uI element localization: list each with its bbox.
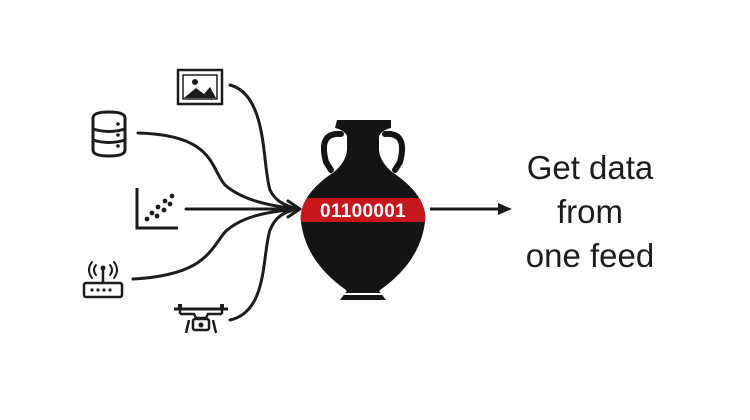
- merge-arrowhead: [286, 199, 302, 219]
- caption-line-1: Get data: [526, 149, 654, 186]
- connector-lines: [131, 83, 300, 322]
- connector-image: [228, 83, 300, 211]
- caption-line-3: one feed: [525, 237, 655, 274]
- router-icon: [82, 261, 124, 299]
- amphora-handle-right: [382, 130, 406, 173]
- connector-router: [131, 207, 300, 281]
- binary-label: 01100001: [320, 201, 406, 222]
- caption: Get data from one feed: [490, 146, 690, 278]
- scatter-chart-icon: [135, 188, 178, 230]
- database-icon: [91, 110, 127, 158]
- output-arrow: [430, 203, 512, 215]
- connector-database: [136, 131, 300, 211]
- caption-line-2: from: [557, 193, 623, 230]
- amphora: 01100001: [300, 120, 426, 300]
- drone-icon: [174, 304, 228, 334]
- amphora-handle-left: [320, 130, 344, 173]
- amphora-band: [300, 198, 426, 222]
- image-icon: [176, 68, 224, 106]
- connector-drone: [228, 207, 300, 322]
